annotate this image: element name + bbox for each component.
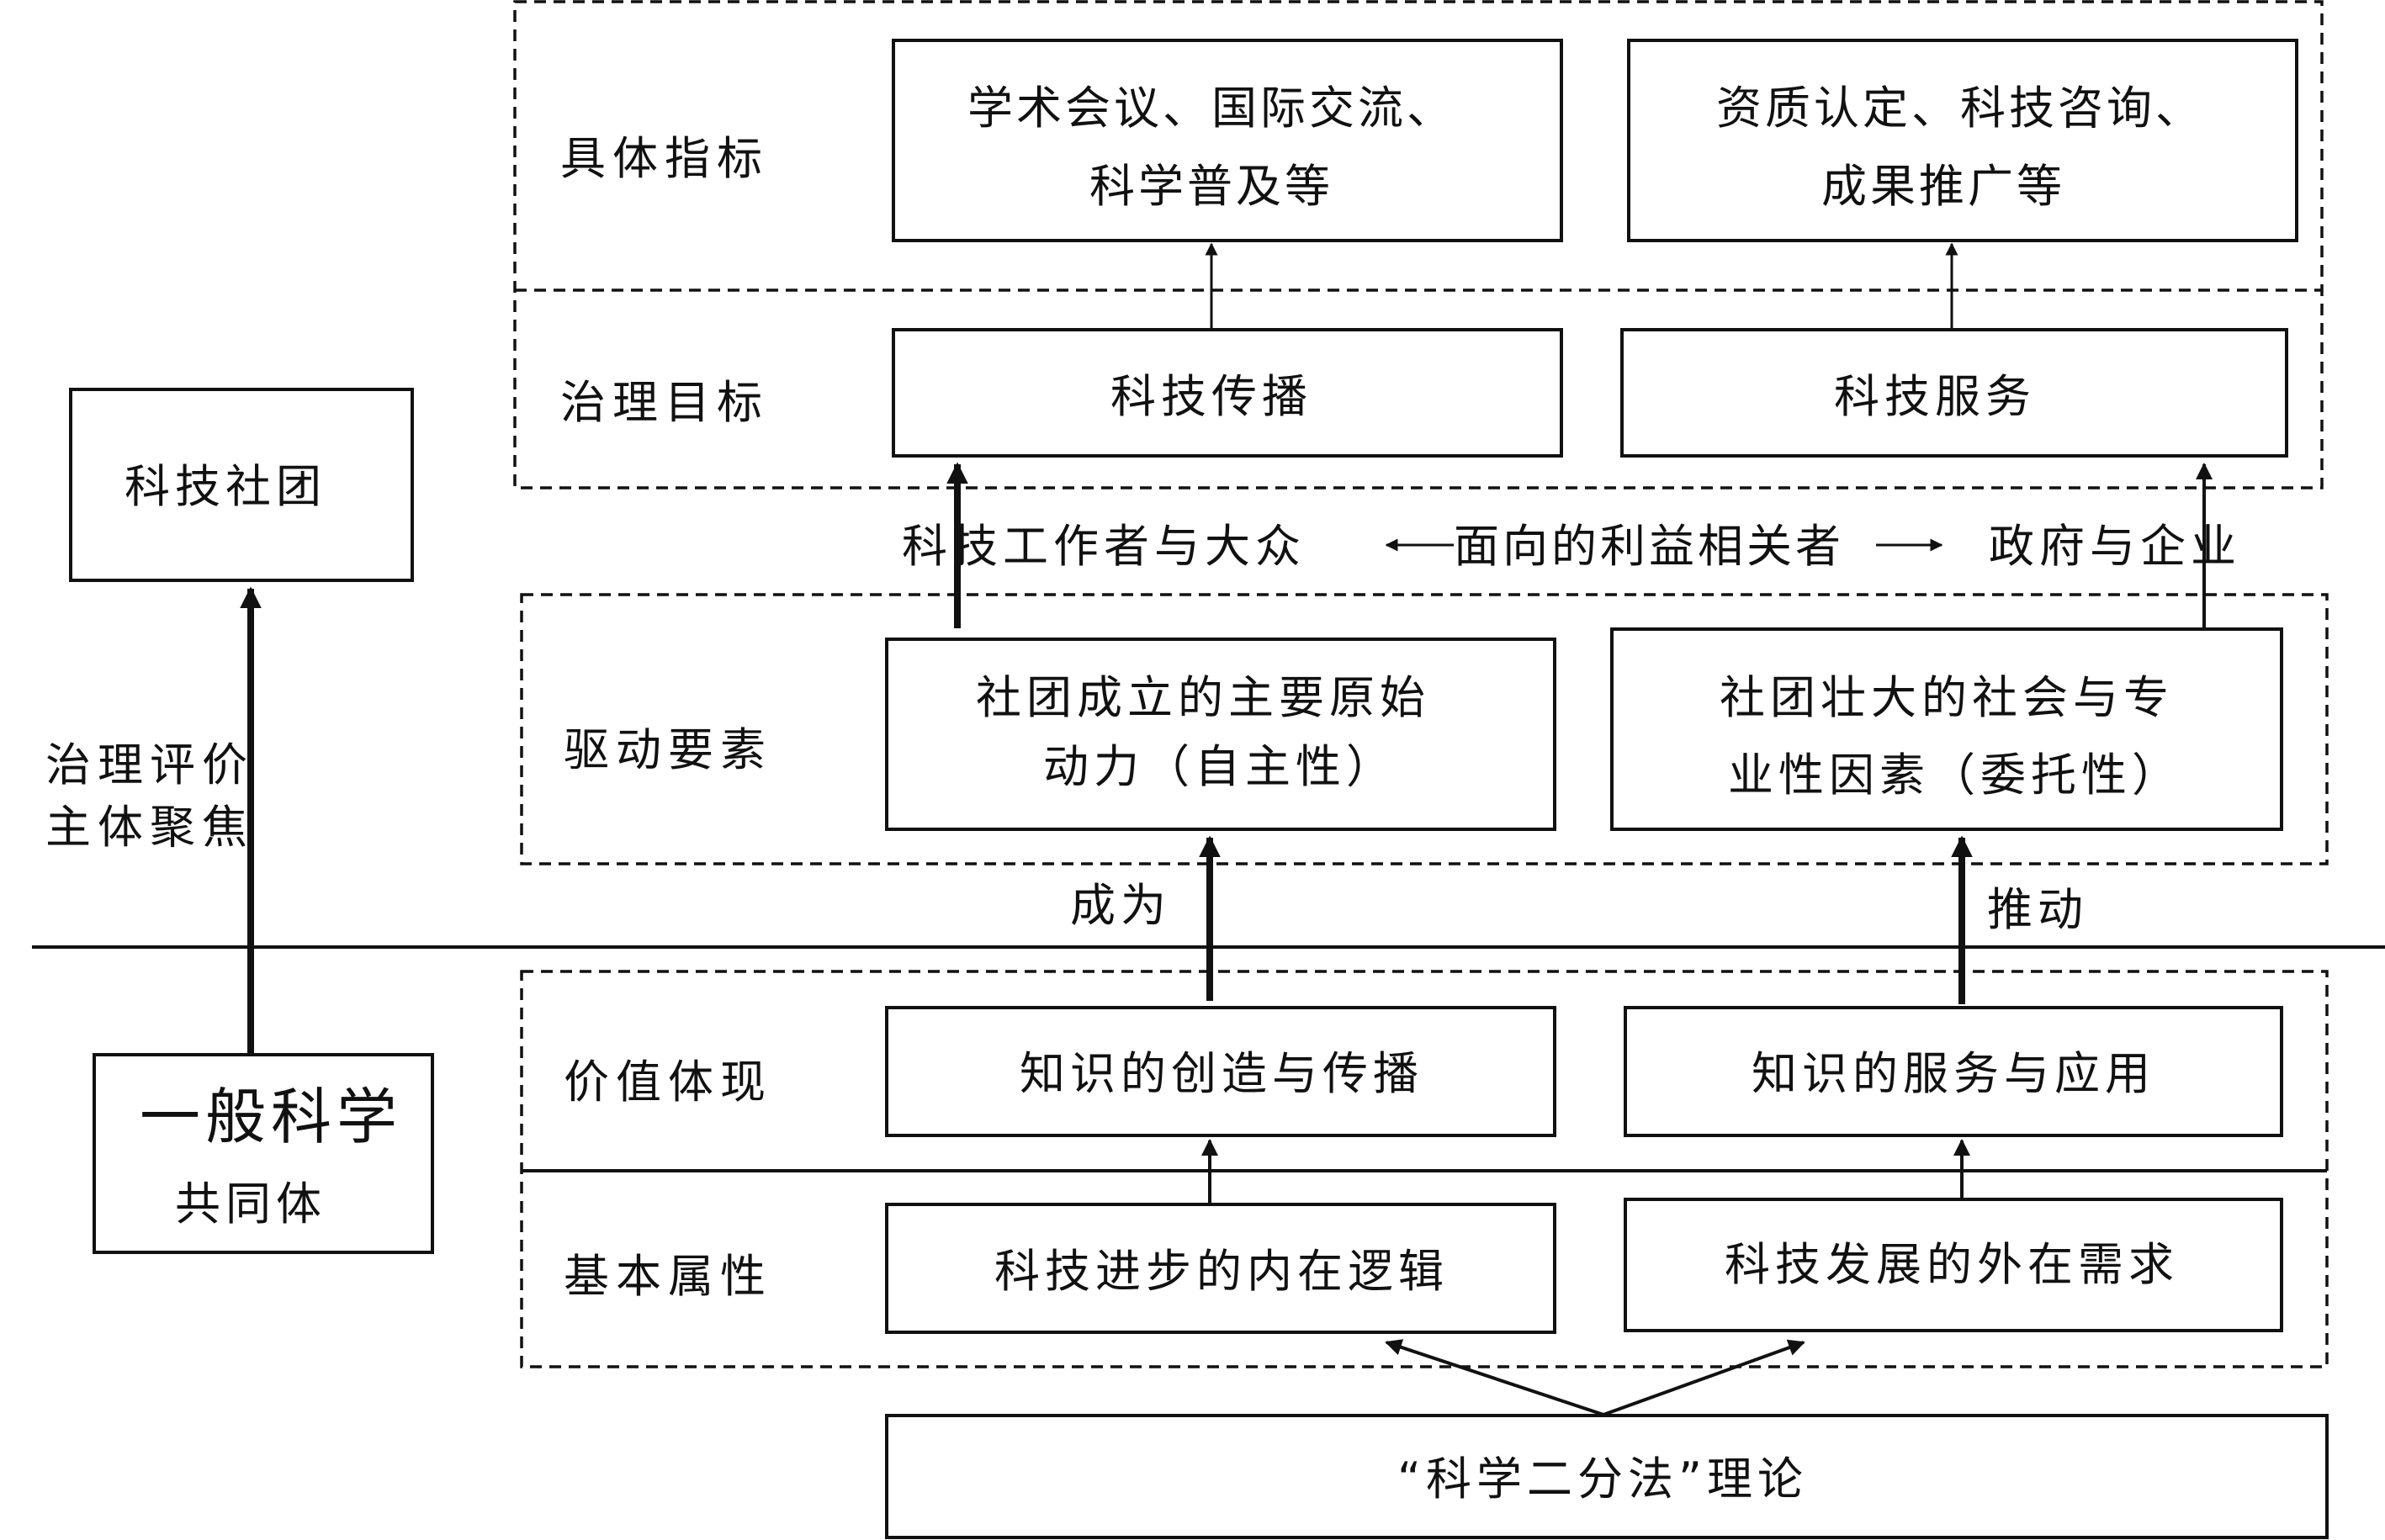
indicator-left-line1: 学术会议、国际交流、 [967, 82, 1455, 135]
goal-box-left [892, 328, 1563, 458]
theory-to-attribute-arrow-left [1385, 1339, 1604, 1416]
transition-left-label: 成为 [1070, 879, 1171, 932]
governance-focus-label-line1: 治理评价 [45, 738, 254, 791]
attribute-right-label: 科技发展的外在需求 [1725, 1238, 2179, 1291]
row-label-drivers: 驱动要素 [564, 723, 772, 776]
driver-left-line2: 动力（自主性） [1043, 740, 1397, 793]
row-label-value: 价值体现 [564, 1056, 772, 1109]
driver-right-line1: 社团壮大的社会与专 [1720, 671, 2174, 724]
goal-left-label: 科技传播 [1110, 370, 1312, 423]
value-box-right [1624, 1006, 2283, 1137]
theory-label: “科学二分法”理论 [1397, 1453, 1808, 1506]
transition-right-label: 推动 [1987, 883, 2088, 936]
driver-box-left [885, 638, 1556, 831]
indicator-right-line2: 成果推广等 [1821, 160, 2065, 213]
attribute-left-label: 科技进步的内在逻辑 [994, 1245, 1449, 1298]
theory-to-attribute-arrow-right [1603, 1339, 1805, 1416]
indicator-right-line1: 资质认定、科技咨询、 [1716, 82, 2204, 135]
value-left-label: 知识的创造与传播 [1020, 1047, 1423, 1100]
driver-left-line1: 社团成立的主要原始 [976, 671, 1430, 724]
stakeholder-right-label: 政府与企业 [1989, 520, 2241, 573]
value-box-left [885, 1006, 1556, 1137]
indicator-box-right [1627, 39, 2298, 242]
theory-box [885, 1414, 2329, 1539]
row-label-indicators: 具体指标 [560, 132, 769, 185]
goal-right-label: 科技服务 [1834, 370, 2036, 423]
stakeholder-center-label: 面向的利益相关者 [1454, 520, 1844, 573]
general-science-title: 一般科学 [140, 1082, 402, 1152]
tech-society-label: 科技社团 [125, 460, 326, 513]
attribute-box-right [1624, 1198, 2283, 1332]
indicator-box-left [892, 39, 1563, 242]
driver-box-right [1610, 627, 2283, 831]
attribute-box-left [885, 1203, 1556, 1334]
row-label-attributes: 基本属性 [564, 1250, 772, 1303]
row-label-goals: 治理目标 [560, 376, 769, 429]
indicator-left-line2: 科学普及等 [1089, 160, 1333, 213]
indicators-goals-group [513, 0, 2324, 490]
stakeholder-left-label: 科技工作者与大众 [902, 520, 1306, 573]
tech-society-box [69, 388, 414, 582]
driver-right-line2: 业性因素（委托性） [1728, 749, 2182, 802]
general-science-subtitle: 共同体 [175, 1177, 326, 1230]
general-science-community-box [93, 1053, 434, 1254]
value-right-label: 知识的服务与应用 [1752, 1047, 2155, 1100]
governance-focus-label-line2: 主体聚焦 [45, 801, 254, 854]
goal-box-right [1620, 328, 2288, 458]
drivers-group [520, 593, 2329, 865]
